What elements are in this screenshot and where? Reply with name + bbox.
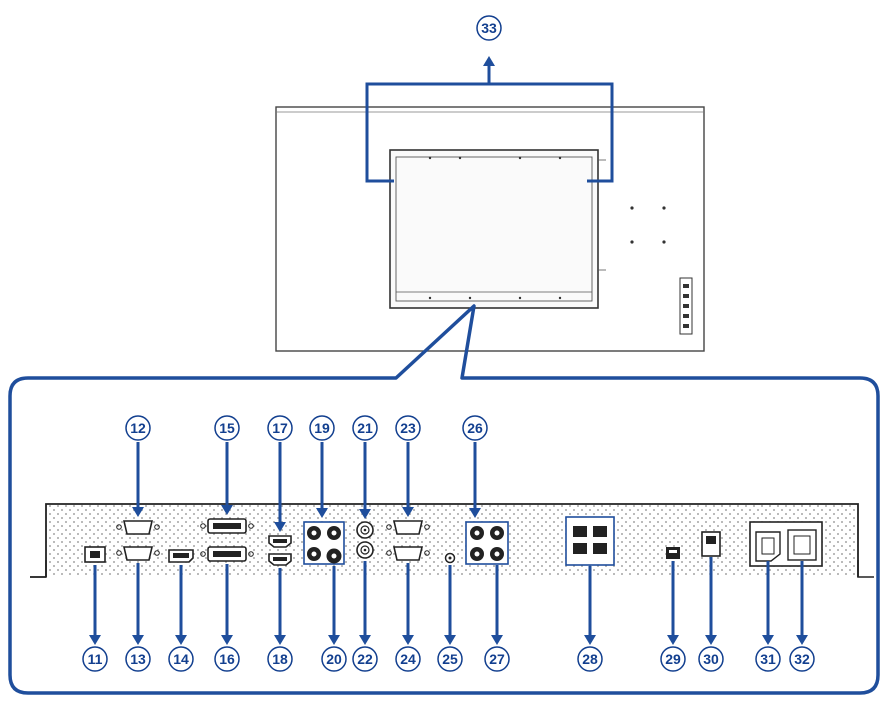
arrow-15-head bbox=[221, 505, 233, 515]
label-11: 11 bbox=[82, 646, 108, 672]
label-24: 24 bbox=[395, 646, 421, 672]
video-jack bbox=[326, 548, 342, 564]
label-31: 31 bbox=[755, 646, 781, 672]
hdmi-port-2 bbox=[268, 553, 292, 566]
bnc-in-connector bbox=[356, 541, 374, 559]
main-power-switch bbox=[701, 531, 721, 557]
connector-panel bbox=[30, 503, 874, 578]
rs232c-in-port bbox=[116, 546, 160, 561]
arrow-17-head bbox=[274, 522, 286, 532]
arrow-32-head bbox=[796, 635, 808, 645]
label-19-text: 19 bbox=[314, 420, 330, 436]
label-16-text: 16 bbox=[219, 651, 235, 667]
arrow-30-head bbox=[705, 635, 717, 645]
label-21-text: 21 bbox=[357, 420, 373, 436]
label-26: 26 bbox=[462, 415, 488, 441]
label-26-text: 26 bbox=[467, 420, 483, 436]
label-22-text: 22 bbox=[357, 651, 373, 667]
leader-arrows bbox=[89, 442, 808, 645]
label-23-text: 23 bbox=[400, 420, 416, 436]
arrow-31-head bbox=[762, 635, 774, 645]
label-14-text: 14 bbox=[173, 651, 189, 667]
label-18-text: 18 bbox=[272, 651, 288, 667]
label-17: 17 bbox=[267, 415, 293, 441]
arrow-22-head bbox=[359, 635, 371, 645]
monitor-rear-view bbox=[275, 106, 705, 352]
label-27: 27 bbox=[484, 646, 510, 672]
arrow-12-head bbox=[132, 507, 144, 517]
label-19: 19 bbox=[309, 415, 335, 441]
label-32-text: 32 bbox=[794, 651, 810, 667]
label-21: 21 bbox=[352, 415, 378, 441]
label-24-text: 24 bbox=[400, 651, 416, 667]
label-18: 18 bbox=[267, 646, 293, 672]
label-16: 16 bbox=[214, 646, 240, 672]
label-33-text: 33 bbox=[481, 20, 497, 36]
arrow-21-head bbox=[359, 509, 371, 519]
arrow-23-head bbox=[402, 507, 414, 517]
label-29-text: 29 bbox=[665, 651, 681, 667]
arrow-24-head bbox=[402, 635, 414, 645]
rs232c-out-port bbox=[116, 520, 160, 535]
label-22: 22 bbox=[352, 646, 378, 672]
arrow-20-head bbox=[328, 635, 340, 645]
bnc-out-connector bbox=[356, 521, 374, 539]
arrow-29-head bbox=[667, 635, 679, 645]
label-32: 32 bbox=[789, 646, 815, 672]
label-20: 20 bbox=[321, 646, 347, 672]
label-29: 29 bbox=[660, 646, 686, 672]
arrow-19-head bbox=[316, 508, 328, 518]
label-23: 23 bbox=[395, 415, 421, 441]
arrow-27-head bbox=[491, 635, 503, 645]
displayport bbox=[168, 549, 194, 563]
dsub-in-port bbox=[386, 546, 430, 561]
callout-frame bbox=[8, 304, 880, 695]
hdmi-port-1 bbox=[268, 535, 292, 548]
label-17-text: 17 bbox=[272, 420, 288, 436]
arrow-26-head bbox=[469, 508, 481, 518]
dvi-out-port bbox=[200, 518, 254, 534]
label-14: 14 bbox=[168, 646, 194, 672]
label-30-text: 30 bbox=[703, 651, 719, 667]
lan-port bbox=[84, 546, 106, 563]
dsub-out-port bbox=[386, 520, 430, 535]
speaker-terminals bbox=[565, 516, 615, 566]
arrow-14-head bbox=[175, 635, 187, 645]
side-button-strip bbox=[679, 277, 693, 335]
label-13: 13 bbox=[125, 646, 151, 672]
label-31-text: 31 bbox=[760, 651, 776, 667]
label-28-text: 28 bbox=[582, 651, 598, 667]
label-11-text: 11 bbox=[88, 651, 103, 667]
label-28: 28 bbox=[577, 646, 603, 672]
arrow-28-head bbox=[584, 635, 596, 645]
ac-connector-block bbox=[749, 521, 823, 567]
audio-mini-jack bbox=[444, 552, 456, 564]
arrow-11-head bbox=[89, 635, 101, 645]
arrow-13-head bbox=[132, 635, 144, 645]
label-33: 33 bbox=[476, 15, 502, 41]
label-30: 30 bbox=[698, 646, 724, 672]
dvi-in-port bbox=[200, 546, 254, 562]
label-12-text: 12 bbox=[130, 420, 146, 436]
label-25-text: 25 bbox=[442, 651, 458, 667]
arrow-16-head bbox=[221, 635, 233, 645]
audio-rca-jacks bbox=[465, 521, 509, 565]
label-25: 25 bbox=[437, 646, 463, 672]
label-20-text: 20 bbox=[326, 651, 342, 667]
arrow-33 bbox=[483, 56, 495, 84]
label-15: 15 bbox=[214, 415, 240, 441]
label-13-text: 13 bbox=[130, 651, 146, 667]
arrow-18-head bbox=[274, 635, 286, 645]
label-15-text: 15 bbox=[219, 420, 235, 436]
label-12: 12 bbox=[125, 415, 151, 441]
arrow-25-head bbox=[444, 635, 456, 645]
label-27-text: 27 bbox=[489, 651, 505, 667]
usb-port bbox=[666, 547, 680, 559]
